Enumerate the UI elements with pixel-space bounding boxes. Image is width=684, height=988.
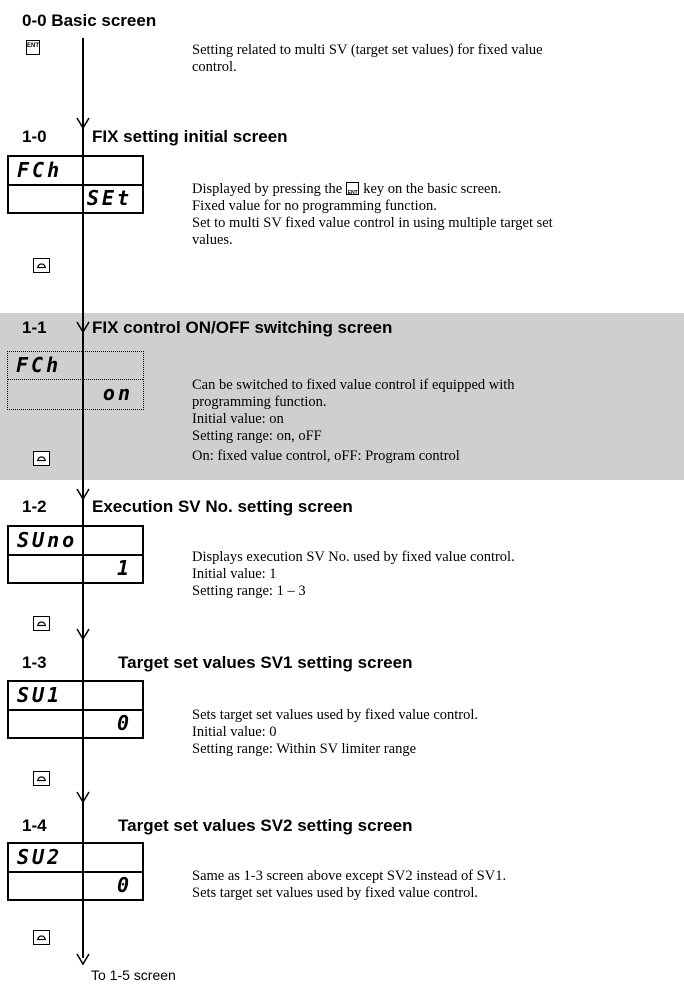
lcd-text: 0	[116, 873, 132, 897]
screen-number: 1-4	[22, 816, 47, 835]
cycle-key-icon	[33, 771, 50, 786]
screen-number: 1-2	[22, 497, 47, 516]
lcd-display: SU1 0	[7, 680, 144, 739]
arrow-down-icon	[76, 791, 90, 804]
screen-title: Target set values SV2 setting screen	[118, 816, 413, 835]
highlight-band	[0, 313, 684, 480]
desc-line: Sets target set values used by fixed val…	[192, 885, 479, 901]
lcd-text: on	[102, 381, 133, 405]
screen-number: 1-3	[22, 653, 47, 672]
desc-line: Same as 1-3 screen above except SV2 inst…	[192, 868, 507, 884]
arrow-down-icon	[76, 321, 90, 334]
desc-line: Setting related to multi SV (target set …	[192, 42, 543, 58]
arrow-down-icon	[76, 488, 90, 501]
desc-line: Set to multi SV fixed value control in u…	[192, 215, 553, 231]
screen-title: Execution SV No. setting screen	[92, 497, 353, 516]
cycle-key-icon	[33, 451, 50, 466]
lcd-text: 1	[116, 556, 132, 580]
basic-screen-heading: 0-0 Basic screen	[22, 11, 157, 30]
lcd-text: FCh	[16, 353, 62, 377]
lcd-display: SU2 0	[7, 842, 144, 901]
ent-key-label: ENT	[347, 190, 358, 196]
lcd-text: FCh	[17, 158, 63, 182]
desc-line: Can be switched to fixed value control i…	[192, 377, 515, 393]
arrow-down-icon	[76, 628, 90, 641]
screen-description: Displays execution SV No. used by fixed …	[192, 549, 662, 600]
screen-title: FIX setting initial screen	[92, 127, 288, 146]
lcd-text: SEt	[86, 186, 132, 210]
desc-line: control.	[192, 59, 237, 75]
lcd-row-bottom: 1	[9, 555, 142, 582]
desc-line: Setting range: Within SV limiter range	[192, 741, 416, 757]
lcd-display: SUno 1	[7, 525, 144, 584]
arrow-down-icon	[76, 953, 90, 966]
lcd-row-bottom: 0	[9, 872, 142, 899]
desc-line: Sets target set values used by fixed val…	[192, 707, 479, 723]
ent-key-icon: ENT	[346, 182, 360, 196]
lcd-display: FCh on	[7, 351, 144, 410]
desc-text: key on the basic screen.	[363, 181, 502, 197]
ent-key-icon: ENT	[26, 40, 40, 55]
lcd-row-bottom: SEt	[9, 185, 142, 212]
desc-line: Initial value: on	[192, 411, 284, 427]
ent-key-label: ENT	[27, 43, 39, 49]
lcd-row-bottom: on	[8, 380, 143, 407]
desc-line: Displays execution SV No. used by fixed …	[192, 549, 515, 565]
lcd-text: 0	[116, 711, 132, 735]
lcd-text: SU2	[17, 845, 63, 869]
screen-title: Target set values SV1 setting screen	[118, 653, 413, 672]
cycle-key-icon	[33, 930, 50, 945]
desc-line: Fixed value for no programming function.	[192, 198, 437, 214]
screen-description: Can be switched to fixed value control i…	[192, 377, 662, 465]
lcd-row-top: SU2	[9, 844, 142, 873]
screen-number: 1-1	[22, 318, 47, 337]
next-screen-note: To 1-5 screen	[91, 967, 176, 983]
lcd-text: SU1	[17, 683, 63, 707]
basic-screen-description: Setting related to multi SV (target set …	[192, 42, 662, 76]
arrow-down-icon	[76, 117, 90, 130]
desc-line: Setting range: 1 – 3	[192, 583, 306, 599]
desc-line: Setting range: on, oFF	[192, 428, 322, 444]
desc-line: On: fixed value control, oFF: Program co…	[192, 448, 460, 464]
screen-title: FIX control ON/OFF switching screen	[92, 318, 393, 337]
lcd-row-top: FCh	[9, 157, 142, 186]
screen-number: 1-0	[22, 127, 47, 146]
lcd-display: FCh SEt	[7, 155, 144, 214]
lcd-row-bottom: 0	[9, 710, 142, 737]
desc-line: programming function.	[192, 394, 327, 410]
lcd-row-top: SU1	[9, 682, 142, 711]
screen-description: Sets target set values used by fixed val…	[192, 707, 662, 758]
screen-description: Same as 1-3 screen above except SV2 inst…	[192, 868, 662, 902]
cycle-key-icon	[33, 258, 50, 273]
desc-line: Initial value: 1	[192, 566, 277, 582]
lcd-row-top: FCh	[8, 352, 143, 380]
desc-line: values.	[192, 232, 233, 248]
desc-text: Displayed by pressing the	[192, 181, 343, 197]
lcd-text: SUno	[17, 528, 78, 552]
lcd-row-top: SUno	[9, 527, 142, 556]
desc-line: Initial value: 0	[192, 724, 277, 740]
cycle-key-icon	[33, 616, 50, 631]
